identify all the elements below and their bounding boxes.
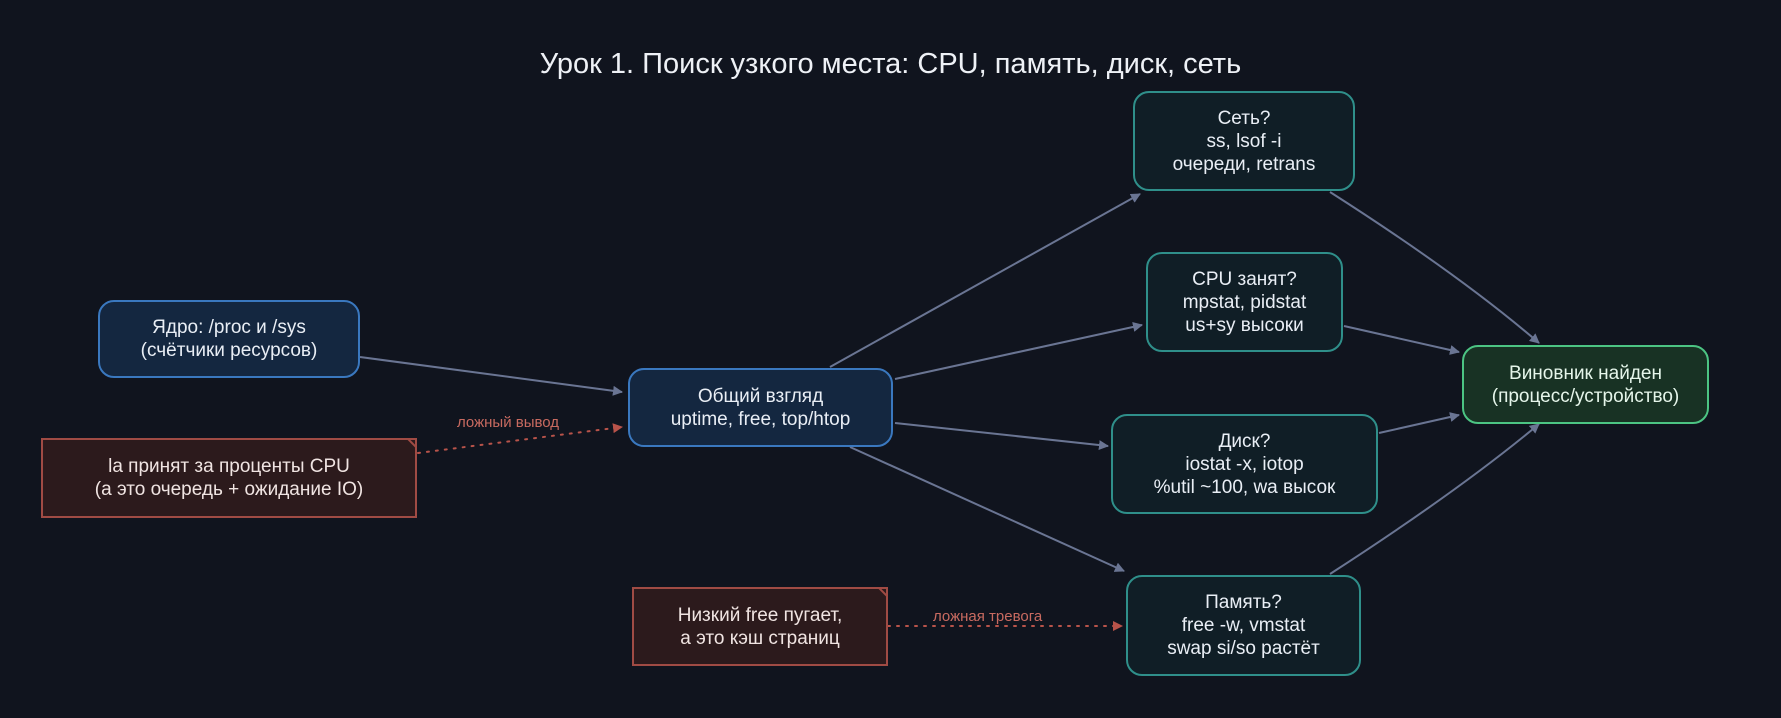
node-memory: Память? free -w, vmstat swap si/so растё… bbox=[1126, 575, 1361, 676]
edge-overview-disk bbox=[894, 422, 1109, 451]
node-disk: Диск? iostat -x, iotop %util ~100, wa вы… bbox=[1111, 414, 1378, 514]
edge-overview-memory bbox=[849, 446, 1125, 572]
edge-cpu-culprit bbox=[1343, 325, 1460, 355]
edge-overview-network bbox=[829, 193, 1141, 368]
edge-memory-culprit bbox=[1329, 423, 1540, 575]
note-la-misread: la принят за проценты CPU (а это очередь… bbox=[41, 438, 417, 518]
note-fold-icon bbox=[878, 587, 888, 597]
node-cpu: CPU занят? mpstat, pidstat us+sy высоки bbox=[1146, 252, 1343, 352]
node-kernel: Ядро: /proc и /sys (счётчики ресурсов) bbox=[98, 300, 360, 378]
node-overview: Общий взгляд uptime, free, top/htop bbox=[628, 368, 893, 447]
edge-label-false-alarm: ложная тревога bbox=[933, 608, 1043, 625]
edge-label-false-conclusion: ложный вывод bbox=[457, 414, 560, 431]
edge-kernel-overview bbox=[359, 356, 623, 396]
node-culprit: Виновник найден (процесс/устройство) bbox=[1462, 345, 1709, 424]
edge-network-culprit bbox=[1329, 191, 1540, 344]
edge-overview-cpu bbox=[894, 322, 1143, 380]
note-fold-icon bbox=[407, 438, 417, 448]
node-network: Сеть? ss, lsof -i очереди, retrans bbox=[1133, 91, 1355, 191]
diagram-title: Урок 1. Поиск узкого места: CPU, память,… bbox=[539, 48, 1242, 80]
edge-la-overview bbox=[417, 423, 623, 454]
note-free-cache: Низкий free пугает, а это кэш страниц bbox=[632, 587, 888, 666]
edge-disk-culprit bbox=[1378, 412, 1460, 434]
